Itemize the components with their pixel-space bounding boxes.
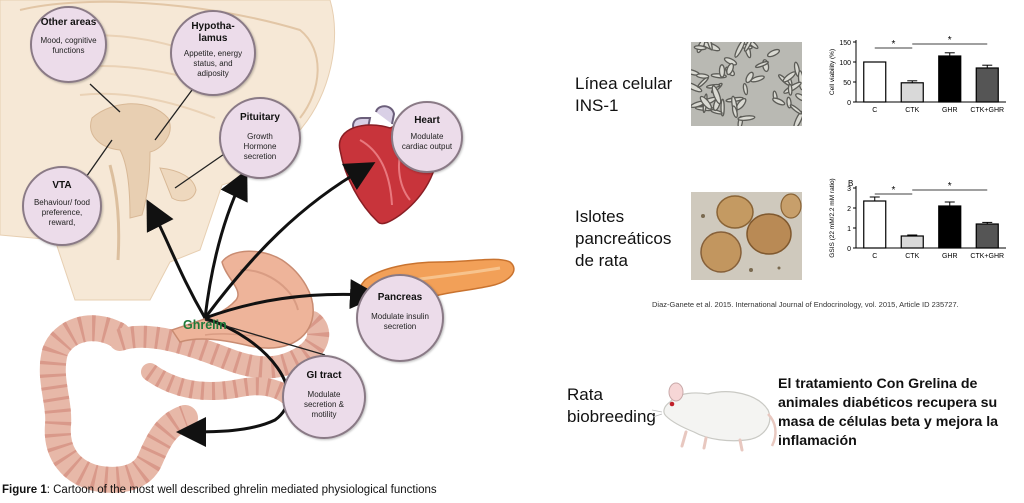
bubble-other-areas-desc: Mood, cognitive functions — [40, 36, 97, 55]
significance-star: * — [948, 181, 952, 192]
ghrelin-arrows — [146, 162, 380, 447]
bubble-connectors — [83, 83, 326, 356]
figure-caption-number: Figure 1 — [2, 484, 47, 496]
cell-shape — [745, 71, 754, 84]
x-tick-label: CTK — [905, 107, 919, 114]
cell-shape — [731, 105, 738, 119]
cell-shape — [723, 57, 738, 66]
rat-illustration — [651, 382, 777, 452]
bar-ctk-ghr — [975, 223, 999, 249]
bubble-vta-title: VTA — [52, 180, 72, 191]
figure-caption-text: : Cartoon of the most well described ghr… — [46, 484, 437, 496]
cell-shape — [693, 45, 707, 51]
cell-shape — [743, 42, 753, 52]
significance-star: * — [892, 185, 896, 196]
cell-shape — [734, 42, 746, 58]
bar-ctk-ghr — [975, 67, 999, 103]
cell-shape — [754, 60, 769, 69]
bubble-other-areas: Other areas Mood, cognitive functions — [30, 6, 107, 83]
cell-shape — [691, 81, 703, 93]
y-tick-label: 2 — [847, 206, 851, 213]
bubble-heart: Heart Modulate cardiac output — [391, 101, 463, 173]
figure-caption: Figure 1: Cartoon of the most well descr… — [2, 484, 437, 496]
bubble-vta: VTA Behaviour/ food preference, reward, — [22, 166, 102, 246]
bubble-gi-tract-title: GI tract — [306, 370, 342, 381]
cell-shape — [766, 48, 781, 58]
bubble-pancreas-desc: Modulate insulin secretion — [371, 312, 429, 331]
x-tick-label: GHR — [942, 253, 958, 260]
bubble-pituitary-title: Pituitary — [239, 112, 280, 123]
citation: Diaz-Ganete et al. 2015. International J… — [652, 300, 959, 309]
bubble-gi-tract: GI tract Modulate secretion & motility — [282, 355, 366, 439]
y-axis-label: Cell viability (%) — [829, 49, 836, 95]
y-tick-label: 50 — [843, 80, 851, 87]
x-tick-label: CTK+GHR — [970, 107, 1004, 114]
bubble-hypothalamus: Hypotha- lamus Appetite, energy status, … — [170, 10, 256, 96]
x-tick-label: C — [872, 107, 877, 114]
islets-micrograph — [691, 192, 802, 280]
ghrelin-label: Ghrelin — [183, 318, 227, 332]
cell-shape — [787, 83, 793, 96]
label-islets: Islotes pancreáticos de rata — [575, 207, 672, 270]
cell-shape — [795, 93, 802, 102]
y-tick-label: 0 — [847, 246, 851, 253]
label-ins1: Línea celular INS-1 — [575, 74, 673, 115]
cell-shape — [742, 82, 749, 96]
label-rat: Rata biobreeding — [567, 385, 656, 426]
bubble-hypothalamus-title: Hypotha- lamus — [191, 21, 235, 44]
stomach-illustration — [170, 250, 314, 349]
cell-shape — [699, 95, 713, 110]
bar-ctk — [900, 82, 924, 103]
cell-shape — [726, 62, 735, 76]
cell-shape — [789, 104, 802, 115]
cell-shape — [711, 85, 722, 105]
y-axis-label: GSIS (22 mM/2.2 mM ratio) — [829, 178, 836, 257]
bubble-other-areas-title: Other areas — [40, 17, 97, 28]
bubble-heart-desc: Modulate cardiac output — [401, 132, 453, 151]
bubble-vta-desc: Behaviour/ food preference, reward, — [33, 198, 91, 227]
x-tick-label: CTK — [905, 253, 919, 260]
x-tick-label: C — [872, 253, 877, 260]
y-tick-label: 100 — [839, 60, 851, 67]
bubble-pituitary: Pituitary Growth Hormone secretion — [219, 97, 301, 179]
y-tick-label: 150 — [839, 40, 851, 47]
bubble-hypothalamus-desc: Appetite, energy status, and adiposity — [183, 49, 243, 78]
panel-letter: B — [848, 179, 853, 188]
y-tick-label: 3 — [847, 186, 851, 193]
cell-shape — [695, 73, 710, 79]
bar-ctk — [900, 235, 924, 249]
bar-c — [863, 200, 887, 249]
bar-ghr — [938, 205, 962, 249]
bubble-pituitary-desc: Growth Hormone secretion — [243, 132, 277, 161]
cell-shape — [737, 115, 756, 122]
bubble-heart-title: Heart — [414, 115, 440, 126]
cell-shape — [793, 110, 802, 126]
y-tick-label: 1 — [847, 226, 851, 233]
cell-shape — [718, 64, 726, 78]
chart-gsis: 0 1 2 3 GSIS (22 mM/2.2 mM ratio) B C CTK GHR CTK… — [829, 178, 1006, 260]
ins1-micrograph — [691, 42, 802, 126]
x-tick-label: GHR — [942, 107, 958, 114]
bubble-pancreas: Pancreas Modulate insulin secretion — [356, 274, 444, 362]
conclusion-text: El tratamiento Con Grelina de animales d… — [778, 376, 999, 449]
cell-shape — [705, 42, 713, 51]
bar-c — [863, 61, 887, 103]
significance-star: * — [948, 35, 952, 46]
y-tick-label: 0 — [847, 100, 851, 107]
cell-shape — [772, 97, 786, 106]
bubble-pancreas-title: Pancreas — [377, 292, 423, 303]
significance-star: * — [892, 39, 896, 50]
x-tick-label: CTK+GHR — [970, 253, 1004, 260]
bar-ghr — [938, 55, 962, 103]
bubble-gi-tract-desc: Modulate secretion & motility — [303, 390, 345, 419]
cell-shape — [782, 71, 797, 83]
